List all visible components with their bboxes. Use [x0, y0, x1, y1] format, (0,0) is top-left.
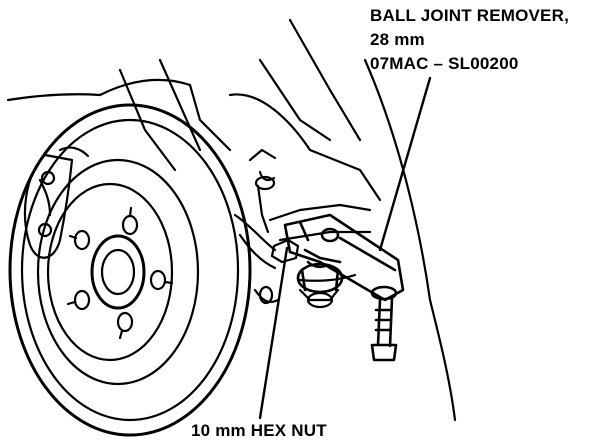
wheel-studs	[66, 206, 174, 340]
ball-joint-remover	[283, 213, 405, 362]
nut-leader-line	[258, 246, 289, 420]
tool-size-label: 28 mm	[370, 30, 425, 49]
ball-joint	[298, 288, 340, 309]
wheel-hub	[90, 234, 146, 310]
steering-knuckle	[233, 148, 280, 305]
leader-lines	[258, 76, 432, 420]
hex-nut-callout: 10 mm HEX NUT	[191, 421, 327, 440]
body-outline	[6, 18, 457, 422]
tool-part-number-label: 07MAC – SL00200	[370, 54, 519, 73]
tool-name-label: BALL JOINT REMOVER,	[370, 6, 570, 25]
ball-joint-remover-callout: BALL JOINT REMOVER, 28 mm 07MAC – SL0020…	[370, 4, 569, 76]
hex-nut	[270, 238, 300, 264]
brake-rotor	[8, 103, 252, 437]
tool-leader-line	[378, 76, 432, 252]
brake-caliper	[23, 146, 90, 259]
